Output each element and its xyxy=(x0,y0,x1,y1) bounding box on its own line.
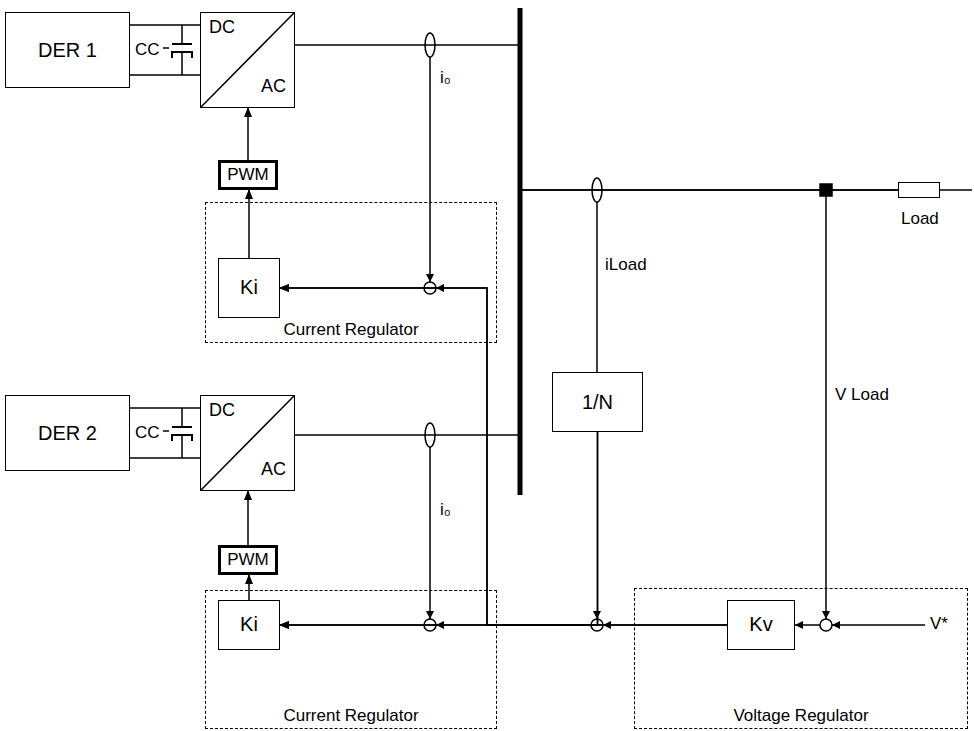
signal-connector xyxy=(130,24,200,26)
node-text: AC xyxy=(201,459,286,480)
feedback-line xyxy=(825,196,827,619)
source-box: DER 2 xyxy=(5,395,130,471)
arrowhead xyxy=(426,274,434,282)
node-text: DER 2 xyxy=(38,422,97,445)
signal-connector xyxy=(295,45,898,190)
signal-label: iLoad xyxy=(605,255,647,275)
node-text: Kv xyxy=(747,613,774,638)
reference-line xyxy=(832,624,925,626)
load-wire xyxy=(940,189,972,191)
signal-label: i₀ xyxy=(440,68,451,88)
regulator-group: Current Regulator Ki xyxy=(205,590,497,729)
capacitor-plate xyxy=(172,43,192,45)
load-resistor: Load xyxy=(898,182,940,198)
pwm-box: PWM xyxy=(218,160,278,190)
dc-wire xyxy=(130,457,200,459)
signal-connector xyxy=(280,288,598,625)
node-text: DER 1 xyxy=(38,39,97,62)
polarity-mark xyxy=(163,430,169,432)
node-text: DC xyxy=(209,17,294,38)
converter-box: DC AC xyxy=(200,395,295,491)
dc-wire xyxy=(130,74,200,76)
signal-connector xyxy=(248,190,250,258)
capacitor-lead xyxy=(181,435,183,458)
node-text: Ki xyxy=(238,276,260,301)
capacitor-plate xyxy=(172,426,192,428)
capacitor-lead xyxy=(181,52,183,75)
feedback-line xyxy=(596,202,598,372)
converter-box: DC AC xyxy=(200,12,295,108)
signal-label: CC xyxy=(135,40,160,60)
polarity-mark xyxy=(163,47,169,49)
node-text: Current Regulator xyxy=(281,706,420,728)
capacitor-lead xyxy=(181,25,183,44)
feedback-line xyxy=(429,447,431,619)
signal-label: V Load xyxy=(835,385,889,405)
arrowhead xyxy=(832,621,840,629)
arrowhead xyxy=(426,611,434,619)
signal-label: V* xyxy=(930,614,948,634)
node-text: DC xyxy=(209,400,294,421)
gain-box: Ki xyxy=(218,258,280,318)
node-text: Voltage Regulator xyxy=(731,706,870,728)
node-text: PWM xyxy=(227,165,269,185)
gain-box: Kv xyxy=(727,600,795,650)
gain-box: Ki xyxy=(218,600,280,650)
capacitor-lead xyxy=(181,408,183,427)
summing-junction xyxy=(820,619,832,631)
source-box: DER 1 xyxy=(5,12,130,88)
arrowhead xyxy=(822,611,830,619)
node-text: 1/N xyxy=(582,391,613,414)
regulator-group: Voltage Regulator Kv xyxy=(634,588,968,729)
feedback-line xyxy=(429,57,431,282)
regulator-group: Current Regulator Ki xyxy=(205,202,497,343)
signal-connector xyxy=(280,288,727,625)
node-text: Ki xyxy=(238,613,260,638)
signal-connector xyxy=(130,407,200,409)
pwm-box: PWM xyxy=(218,545,278,575)
signal-connector xyxy=(295,190,898,435)
node-text: Current Regulator xyxy=(281,320,420,342)
signal-connector xyxy=(248,575,250,600)
node-text: AC xyxy=(201,76,286,97)
signal-connector xyxy=(247,108,249,160)
gain-box: 1/N xyxy=(552,372,643,432)
signal-label: CC xyxy=(135,423,160,443)
node-text: Load xyxy=(901,209,941,229)
signal-label: i₀ xyxy=(440,500,451,520)
arrowhead xyxy=(795,621,803,629)
signal-connector xyxy=(280,432,598,625)
signal-connector xyxy=(247,491,249,545)
node-text: PWM xyxy=(227,550,269,570)
